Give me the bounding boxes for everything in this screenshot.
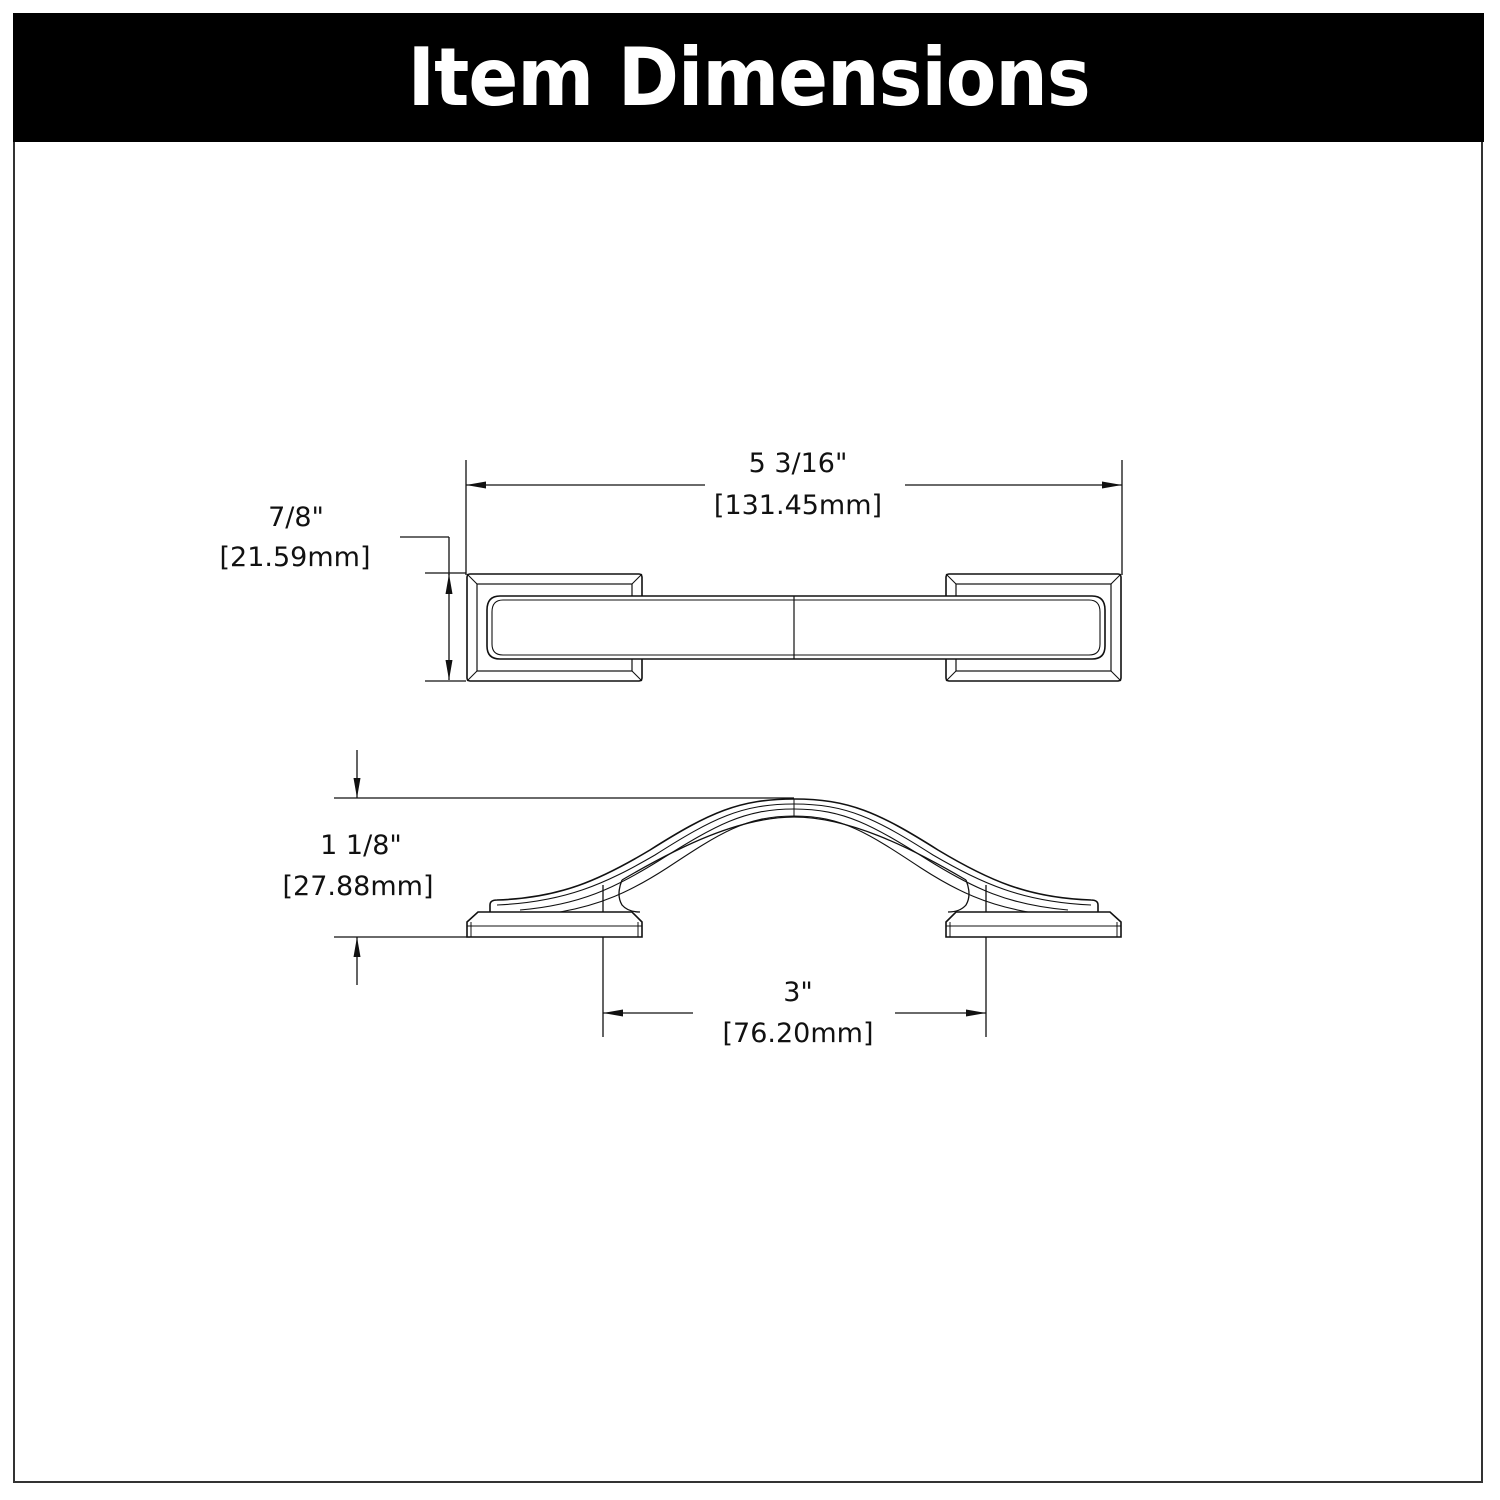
width-metric-label: [21.59mm] bbox=[220, 542, 371, 573]
height-imperial-label: 1 1/8" bbox=[320, 830, 402, 861]
handle-bar-top bbox=[486, 595, 1106, 660]
top-view bbox=[400, 460, 1123, 682]
length-metric-label: [131.45mm] bbox=[714, 490, 882, 521]
arched-handle bbox=[489, 798, 1099, 913]
length-imperial-label: 5 3/16" bbox=[749, 448, 848, 479]
title-banner: Item Dimensions bbox=[13, 13, 1484, 142]
height-metric-label: [27.88mm] bbox=[283, 871, 434, 902]
right-foot bbox=[945, 911, 1122, 938]
c2c-metric-label: [76.20mm] bbox=[723, 1018, 874, 1049]
side-view bbox=[334, 750, 1122, 1037]
c2c-imperial-label: 3" bbox=[783, 977, 813, 1008]
left-foot bbox=[466, 911, 643, 938]
width-imperial-label: 7/8" bbox=[268, 502, 324, 533]
page-title: Item Dimensions bbox=[407, 30, 1090, 124]
drawing-frame bbox=[13, 13, 1483, 1483]
